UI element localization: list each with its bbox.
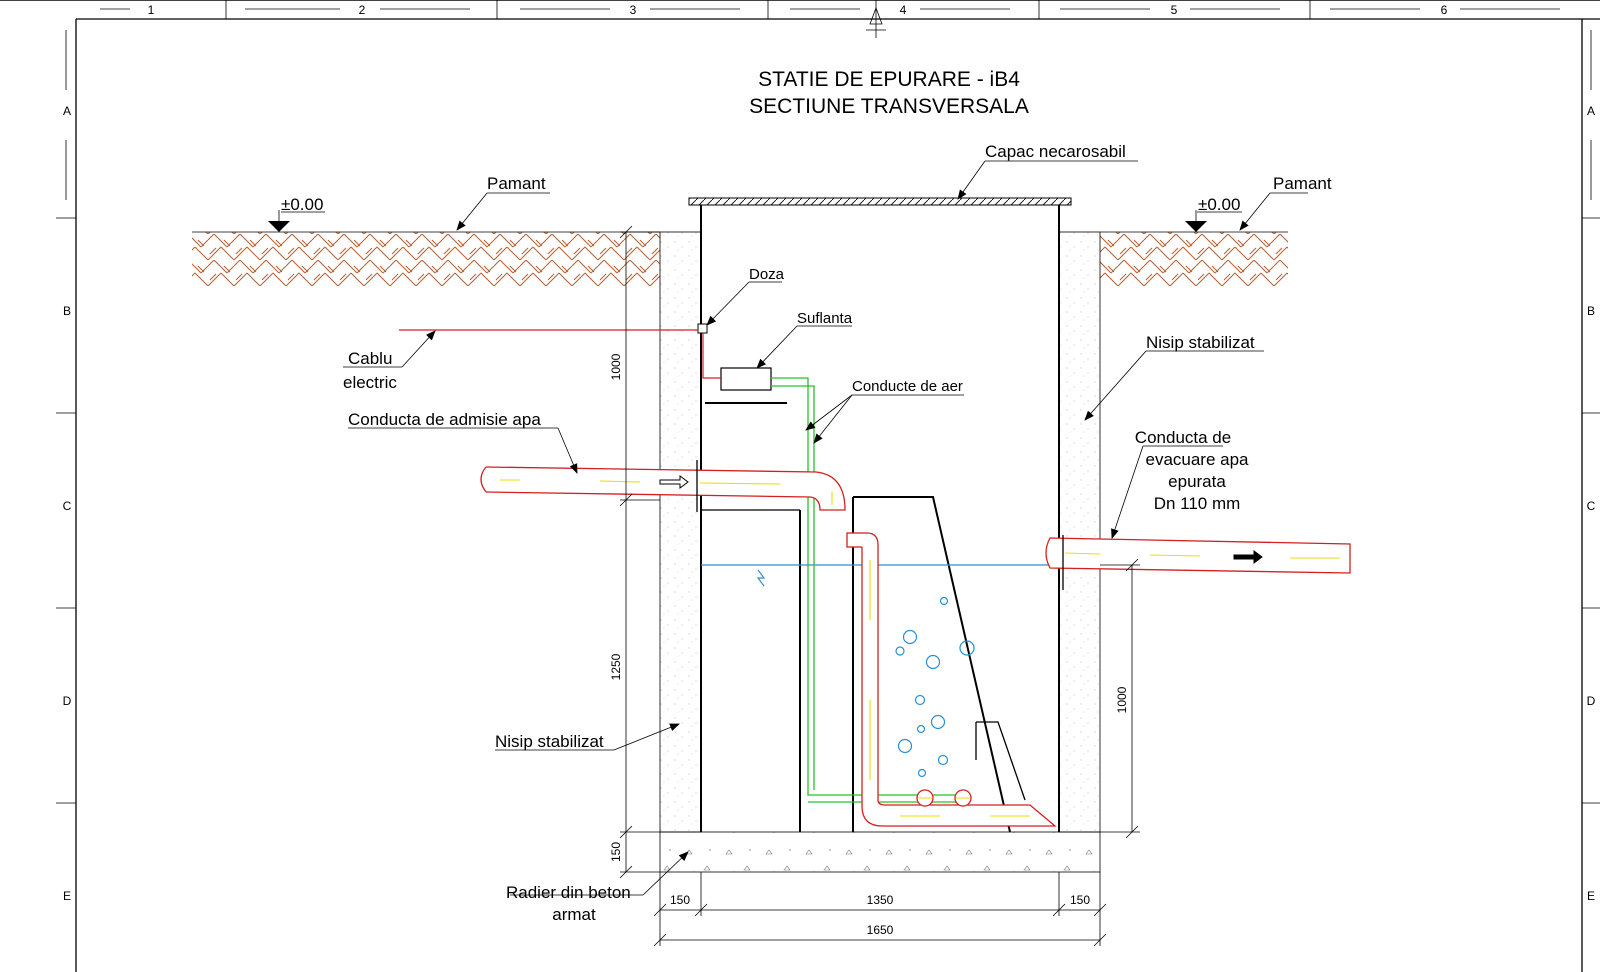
- row-label-a-right: A: [1587, 104, 1595, 118]
- label-slab-line-1: Radier din beton: [506, 883, 631, 902]
- inlet-pipe: [480, 466, 846, 511]
- label-air-pipes: Conducte de aer: [852, 378, 963, 395]
- clarifier-wall: [853, 496, 1011, 833]
- leader-lines: [343, 160, 1308, 896]
- dimension-lines: [619, 225, 1140, 947]
- title-line-2: SECTIUNE TRANSVERSALA: [749, 95, 1029, 118]
- label-cover: Capac necarosabil: [985, 142, 1126, 161]
- soil-right: [1100, 232, 1288, 286]
- label-blower: Suflanta: [797, 310, 853, 327]
- title-line-1: STATIE DE EPURARE - iB4: [758, 68, 1020, 91]
- label-soil-right: Pamant: [1273, 174, 1332, 193]
- sand-fill-left: [659, 231, 702, 833]
- outlet-pipe: [1045, 537, 1351, 574]
- label-outlet-line-2: evacuare apa: [1145, 450, 1249, 469]
- row-label-b-right: B: [1587, 304, 1595, 318]
- concrete-slab: [659, 831, 1101, 873]
- tank-cover: [688, 197, 1072, 206]
- column-labels: 1 2 3 4 5 6: [148, 3, 1448, 17]
- dim-outlet-height: 1000: [1115, 686, 1129, 713]
- level-marker-right: [1185, 210, 1242, 232]
- junction-box: [697, 323, 708, 334]
- row-labels: A B C D E A B C D E: [63, 104, 1596, 903]
- label-cable-line-2: electric: [343, 373, 397, 392]
- row-label-d-left: D: [63, 694, 72, 708]
- label-slab-line-2: armat: [552, 905, 596, 924]
- label-sand-right: Nisip stabilizat: [1146, 333, 1255, 352]
- column-label-6: 6: [1441, 3, 1448, 17]
- label-outlet-line-3: epurata: [1168, 472, 1226, 491]
- air-bubbles: [895, 596, 975, 778]
- airlift-pipe: [846, 532, 1057, 827]
- label-cable-line-1: Cablu: [348, 349, 392, 368]
- dim-total-width: 1650: [867, 923, 894, 937]
- water-level-symbol: [756, 569, 766, 587]
- dim-inner-width: 1350: [867, 893, 894, 907]
- dim-slab-height: 150: [609, 842, 623, 862]
- level-marker-left: [268, 210, 325, 232]
- label-junction-box: Doza: [749, 266, 785, 283]
- outlet-flow-arrow-icon: [1233, 550, 1263, 564]
- level-label-left: ±0.00: [281, 195, 323, 214]
- column-label-1: 1: [148, 3, 155, 17]
- row-label-b-left: B: [63, 304, 71, 318]
- label-inlet-pipe: Conducta de admisie apa: [348, 410, 541, 429]
- dim-upper-height: 1000: [609, 353, 623, 380]
- column-label-2: 2: [359, 3, 366, 17]
- column-label-3: 3: [630, 3, 637, 17]
- level-label-right: ±0.00: [1198, 195, 1240, 214]
- dim-wall-left: 150: [670, 893, 690, 907]
- row-label-d-right: D: [1587, 694, 1596, 708]
- electric-cable: [399, 329, 721, 379]
- label-soil-left: Pamant: [487, 174, 546, 193]
- label-outlet-line-4: Dn 110 mm: [1154, 494, 1241, 513]
- blower-unit: [720, 367, 772, 391]
- row-label-e-right: E: [1587, 889, 1595, 903]
- dim-wall-right: 150: [1070, 893, 1090, 907]
- column-label-5: 5: [1171, 3, 1178, 17]
- label-outlet-line-1: Conducta de: [1135, 428, 1231, 447]
- air-pipes: [771, 377, 970, 803]
- row-label-a-left: A: [63, 104, 71, 118]
- dim-lower-height: 1250: [609, 653, 623, 680]
- sand-fill-right: [1058, 231, 1101, 833]
- label-sand-left: Nisip stabilizat: [495, 732, 604, 751]
- inlet-flow-arrow-icon: [659, 475, 689, 489]
- row-label-c-right: C: [1587, 499, 1596, 513]
- column-label-4: 4: [900, 3, 907, 17]
- soil-left: [192, 232, 660, 286]
- row-label-e-left: E: [63, 889, 71, 903]
- row-label-c-left: C: [63, 499, 72, 513]
